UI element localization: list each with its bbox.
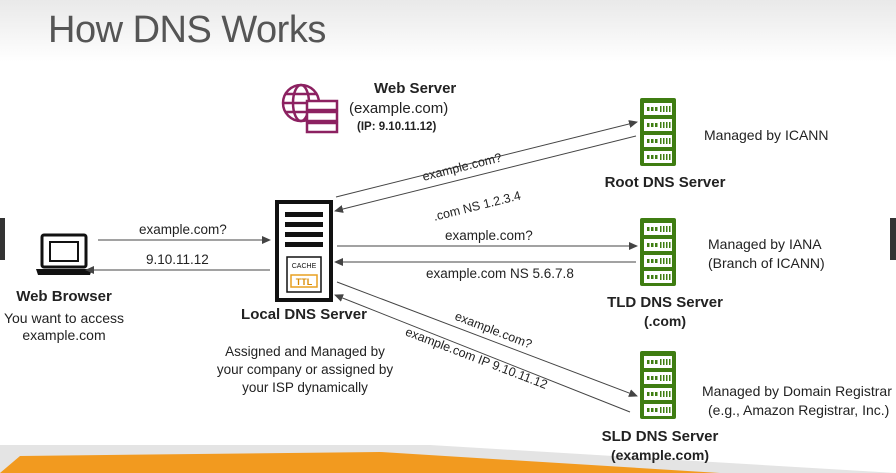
- laptop-icon: [36, 233, 92, 275]
- tld-dns-server-icon: [640, 218, 676, 286]
- local-dns-desc-line1: Assigned and Managed by: [225, 344, 385, 359]
- cache-label: CACHE: [292, 263, 317, 270]
- web-server-icon: [281, 83, 339, 134]
- bottom-band-orange: [0, 452, 720, 473]
- local-dns-desc-line2: your company or assigned by: [216, 362, 394, 377]
- web-server-name: Web Server: [374, 80, 457, 97]
- browser-query-label: example.com?: [139, 222, 227, 237]
- local-dns-server-icon: [275, 200, 333, 302]
- tld-answer-label: example.com NS 5.6.7.8: [426, 266, 574, 281]
- browser-desc-line1: You want to access: [3, 310, 125, 326]
- sld-managed-line2: (e.g., Amazon Registrar, Inc.): [708, 402, 890, 418]
- arrow-root-query: [335, 120, 638, 198]
- root-dns-name: Root DNS Server: [604, 174, 726, 191]
- local-dns-name: Local DNS Server: [241, 306, 367, 323]
- ttl-label: TTL: [296, 277, 313, 287]
- sld-managed-line1: Managed by Domain Registrar: [702, 383, 892, 399]
- root-answer-label: .com NS 1.2.3.4: [432, 188, 522, 223]
- root-dns-server-icon: [640, 98, 676, 166]
- arrow-sld-answer: [334, 294, 631, 413]
- title-band: [0, 0, 896, 62]
- left-edge-bar: [0, 218, 5, 260]
- sld-dns-server-icon: [640, 351, 676, 419]
- browser-answer-label: 9.10.11.12: [146, 252, 209, 267]
- tld-dns-name: TLD DNS Server: [607, 294, 723, 311]
- tld-query-label: example.com?: [445, 228, 533, 243]
- tld-dns-sub: (.com): [644, 313, 686, 329]
- arrow-root-answer: [334, 135, 637, 213]
- page-title: How DNS Works: [48, 9, 326, 51]
- browser-name: Web Browser: [16, 288, 112, 305]
- web-server-ip: (IP: 9.10.11.12): [357, 121, 437, 133]
- sld-dns-sub: (example.com): [610, 447, 710, 463]
- right-edge-bar: [890, 218, 896, 260]
- browser-desc-line2: example.com: [22, 327, 106, 343]
- tld-managed-line1: Managed by IANA: [708, 236, 822, 252]
- root-managed-label: Managed by ICANN: [704, 127, 829, 143]
- web-server-domain: (example.com): [349, 100, 449, 117]
- root-query-label: example.com?: [421, 150, 503, 183]
- local-dns-desc-line3: your ISP dynamically: [242, 380, 368, 395]
- arrow-sld-query: [336, 281, 638, 397]
- tld-managed-line2: (Branch of ICANN): [708, 255, 825, 271]
- sld-dns-name: SLD DNS Server: [601, 428, 719, 445]
